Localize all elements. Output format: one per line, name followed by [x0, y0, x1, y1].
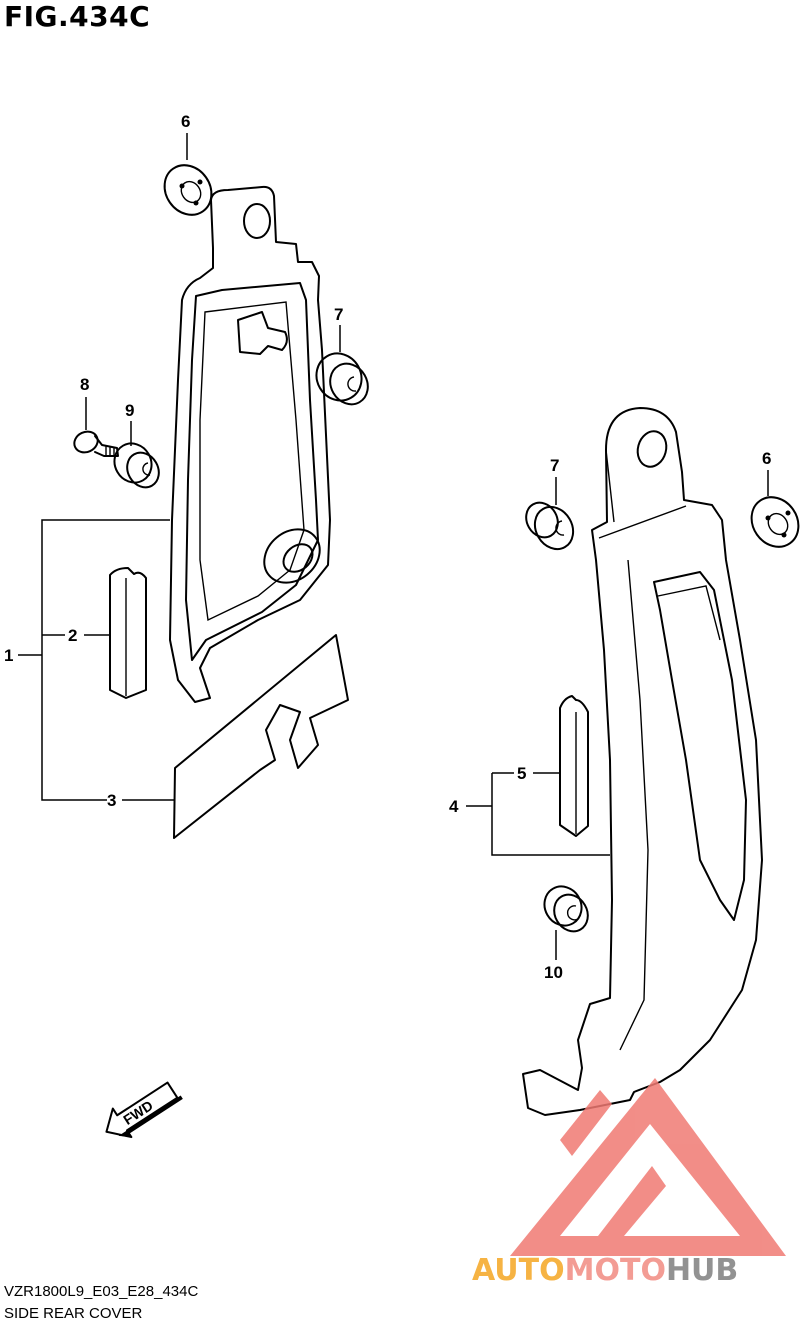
callout-10: 10	[544, 963, 563, 982]
callout-4: 4	[449, 797, 459, 816]
grommet-6-left	[163, 164, 213, 216]
clip-left	[109, 567, 147, 699]
leader-lines	[18, 133, 769, 960]
callout-5: 5	[517, 764, 526, 783]
callout-8: 8	[80, 375, 89, 394]
callout-2: 2	[68, 626, 77, 645]
right-side-cover	[522, 407, 763, 1116]
fwd-direction-marker: FWD	[105, 1081, 183, 1139]
grommet-9	[113, 442, 160, 489]
callout-7-right: 7	[550, 456, 559, 475]
callout-9: 9	[125, 401, 134, 420]
clip-right	[559, 695, 589, 837]
grommet-7-left	[315, 352, 369, 406]
watermark-hub: HUB	[666, 1253, 738, 1288]
drawing-name: SIDE REAR COVER	[4, 1305, 143, 1322]
grommet-10	[543, 885, 589, 933]
grommet-7-right	[525, 501, 575, 551]
cushion-pad	[173, 634, 349, 839]
grommet-6-right	[750, 496, 800, 548]
figure-title: FIG.434C	[4, 0, 151, 33]
callout-3: 3	[107, 791, 116, 810]
left-side-cover	[169, 185, 331, 703]
drawing-code: VZR1800L9_E03_E28_434C	[4, 1283, 199, 1300]
callout-6-right: 6	[762, 449, 771, 468]
watermark-moto: MOTO	[565, 1253, 666, 1288]
watermark-logo: AUTOMOTOHUB	[472, 1078, 786, 1288]
svg-text:AUTOMOTOHUB: AUTOMOTOHUB	[472, 1253, 738, 1288]
callout-7-left: 7	[334, 305, 343, 324]
callouts: 6 7 8 9 1 2 3 7 6 5 4 10	[4, 112, 771, 982]
callout-6-left: 6	[181, 112, 190, 131]
screw-8	[73, 430, 119, 457]
callout-1: 1	[4, 646, 13, 665]
watermark-triangle	[510, 1078, 786, 1256]
watermark-auto: AUTO	[472, 1253, 565, 1288]
